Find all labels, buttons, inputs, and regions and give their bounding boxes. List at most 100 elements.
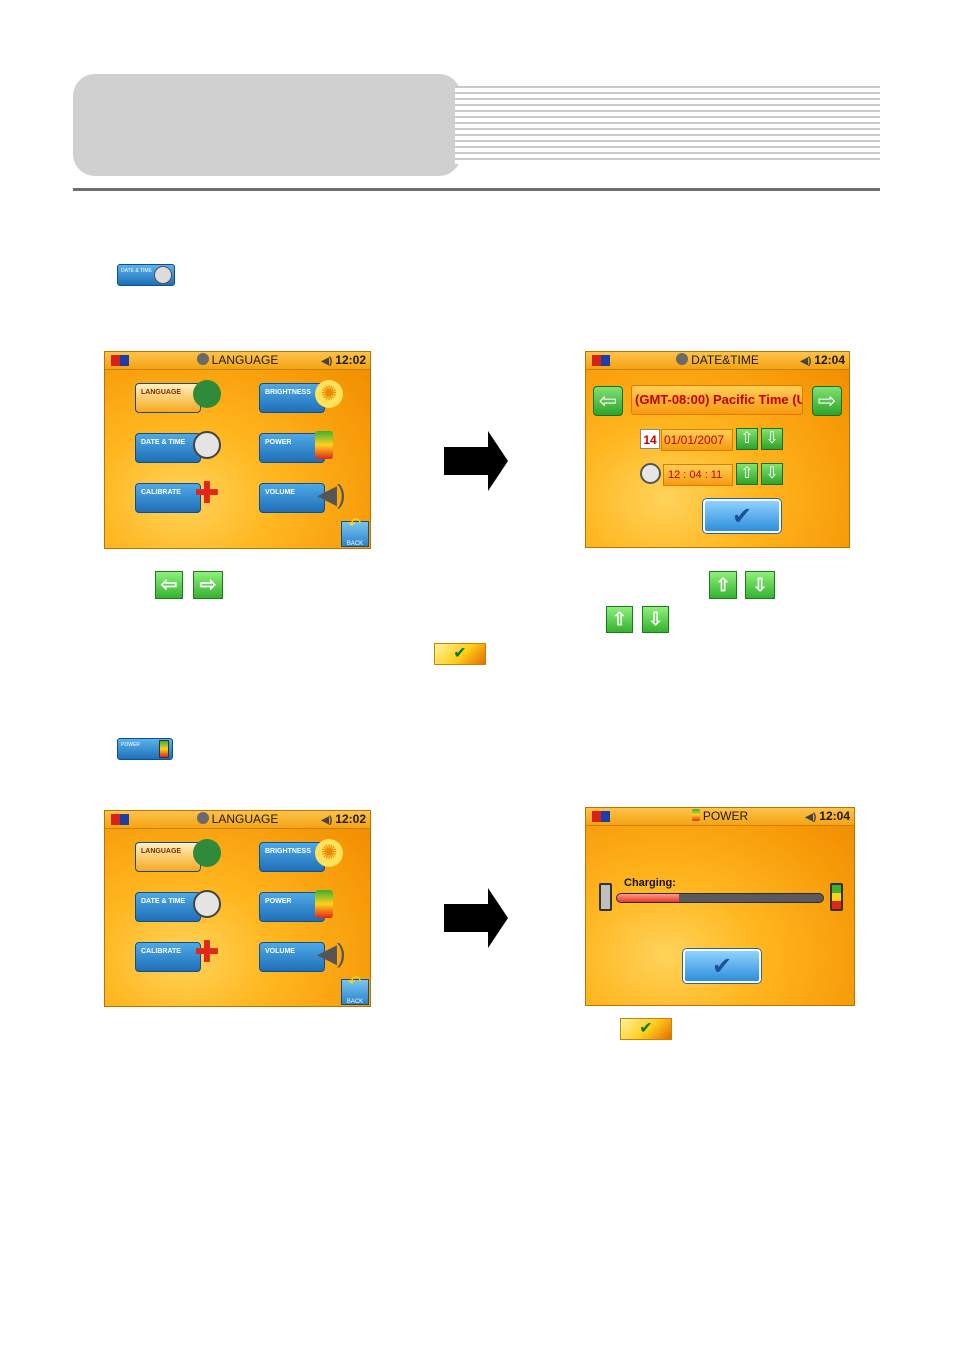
timezone-prev-button[interactable]: ⇦	[593, 386, 623, 416]
charging-progress-fill	[617, 894, 679, 902]
arrow-right-icon	[444, 431, 508, 491]
date-field: 01/01/2007	[661, 429, 733, 451]
bulb-icon: ✺	[315, 839, 343, 867]
back-button[interactable]: BACK	[341, 968, 369, 1005]
date-time-screen: DATE&TIME ◀)12:04 ⇦ (GMT-08:00) Pacific …	[585, 351, 850, 548]
arrow-right-icon	[444, 888, 508, 948]
speaker-icon: ◀)	[800, 356, 812, 367]
header-divider	[73, 188, 880, 191]
globe-icon	[196, 353, 209, 365]
globe-person-icon	[193, 380, 221, 408]
battery-icon	[315, 431, 333, 459]
date-time-label: DATE & TIME	[141, 898, 186, 905]
language-flags-icon	[111, 814, 129, 825]
calibrate-label: CALIBRATE	[141, 489, 181, 496]
date-time-icon-thumb: DATE & TIME	[117, 264, 175, 286]
time-up-button[interactable]: ⇧	[736, 463, 758, 485]
language-flags-icon	[111, 355, 129, 366]
time-field: 12 : 04 : 11	[663, 464, 733, 486]
power-button[interactable]: POWER	[259, 892, 325, 922]
clock-time: 12:04	[814, 353, 845, 367]
screen-title: DATE&TIME	[691, 353, 759, 367]
status-bar: POWER ◀)12:04	[586, 808, 854, 826]
charging-progress-bar	[616, 893, 824, 903]
header-stripes	[455, 86, 880, 164]
date-up-button[interactable]: ⇧	[736, 428, 758, 450]
speaker-icon: ◀)	[317, 479, 346, 509]
left-arrow-key-icon: ⇦	[155, 571, 183, 599]
date-value: 01/01/2007	[664, 433, 725, 447]
calendar-day: 14	[643, 433, 657, 447]
language-flags-icon	[592, 811, 610, 822]
confirm-button[interactable]: ✔	[683, 949, 761, 983]
power-screen: POWER ◀)12:04 Charging: ✔	[585, 807, 855, 1006]
brightness-label: BRIGHTNESS	[265, 389, 311, 396]
power-button[interactable]: POWER	[259, 433, 325, 463]
header-title-bar	[73, 74, 461, 176]
clock-time: 12:02	[335, 353, 366, 367]
status-bar: DATE&TIME ◀)12:04	[586, 352, 849, 370]
clock-time: 12:02	[335, 812, 366, 826]
status-bar: LANGUAGE ◀)12:02	[105, 811, 370, 829]
bulb-icon: ✺	[315, 380, 343, 408]
back-label: BACK	[346, 541, 364, 547]
screen-title: POWER	[702, 809, 749, 823]
right-arrow-key-icon: ⇨	[193, 571, 223, 599]
speaker-icon: ◀)	[321, 356, 333, 367]
brightness-label: BRIGHTNESS	[265, 848, 311, 855]
date-time-thumb-label: DATE & TIME	[121, 268, 152, 274]
battery-icon	[691, 809, 700, 821]
settings-screen-bottom: LANGUAGE ◀)12:02 LANGUAGE BRIGHTNESS ✺ D…	[104, 810, 371, 1007]
power-icon-thumb: POWER	[117, 738, 173, 760]
settings-screen-top: LANGUAGE ◀)12:02 LANGUAGE BRIGHTNESS ✺ D…	[104, 351, 371, 549]
globe-person-icon	[193, 839, 221, 867]
up-arrow-key-icon: ⇧	[709, 571, 737, 599]
language-flags-icon	[592, 355, 610, 366]
clock-icon	[640, 463, 661, 484]
calibrate-button[interactable]: CALIBRATE	[135, 942, 201, 972]
language-label: LANGUAGE	[141, 848, 182, 855]
clock-time: 12:04	[819, 809, 850, 823]
speaker-icon: ◀)	[317, 938, 346, 968]
date-down-button[interactable]: ⇩	[761, 428, 783, 450]
volume-button[interactable]: VOLUME	[259, 483, 325, 513]
language-button[interactable]: LANGUAGE	[135, 383, 201, 413]
volume-button[interactable]: VOLUME	[259, 942, 325, 972]
battery-icon	[159, 740, 169, 758]
time-down-button[interactable]: ⇩	[761, 463, 783, 485]
volume-label: VOLUME	[265, 489, 295, 496]
down-arrow-key-icon: ⇩	[642, 606, 669, 633]
calendar-icon: 14	[640, 429, 660, 449]
battery-empty-icon	[599, 883, 612, 911]
speaker-icon: ◀)	[321, 815, 333, 826]
battery-full-icon	[830, 883, 843, 911]
charging-label: Charging:	[624, 877, 676, 889]
language-button[interactable]: LANGUAGE	[135, 842, 201, 872]
clock-icon	[676, 353, 689, 365]
timezone-next-button[interactable]: ⇨	[812, 386, 842, 416]
volume-label: VOLUME	[265, 948, 295, 955]
down-arrow-key-icon: ⇩	[745, 571, 775, 599]
calibrate-button[interactable]: CALIBRATE	[135, 483, 201, 513]
brightness-button[interactable]: BRIGHTNESS	[259, 383, 325, 413]
battery-icon	[315, 890, 333, 918]
charging-text: Charging:	[624, 877, 676, 889]
power-label: POWER	[265, 898, 292, 905]
calibrate-label: CALIBRATE	[141, 948, 181, 955]
power-thumb-label: POWER	[121, 742, 140, 748]
power-label: POWER	[265, 439, 292, 446]
screen-title: LANGUAGE	[211, 353, 279, 367]
speaker-icon: ◀)	[805, 812, 817, 823]
clock-icon	[193, 890, 221, 918]
globe-icon	[196, 812, 209, 824]
confirm-button[interactable]: ✔	[703, 499, 781, 533]
date-time-button[interactable]: DATE & TIME	[135, 892, 201, 922]
date-time-button[interactable]: DATE & TIME	[135, 433, 201, 463]
crosshair-hand-icon: ✚	[194, 477, 220, 510]
clock-icon	[193, 431, 221, 459]
back-button[interactable]: BACK	[341, 510, 369, 547]
checkmark-key-icon: ✔	[434, 643, 486, 665]
language-label: LANGUAGE	[141, 389, 182, 396]
clock-icon	[154, 266, 172, 284]
timezone-value: (GMT-08:00) Pacific Time (U	[635, 392, 803, 407]
